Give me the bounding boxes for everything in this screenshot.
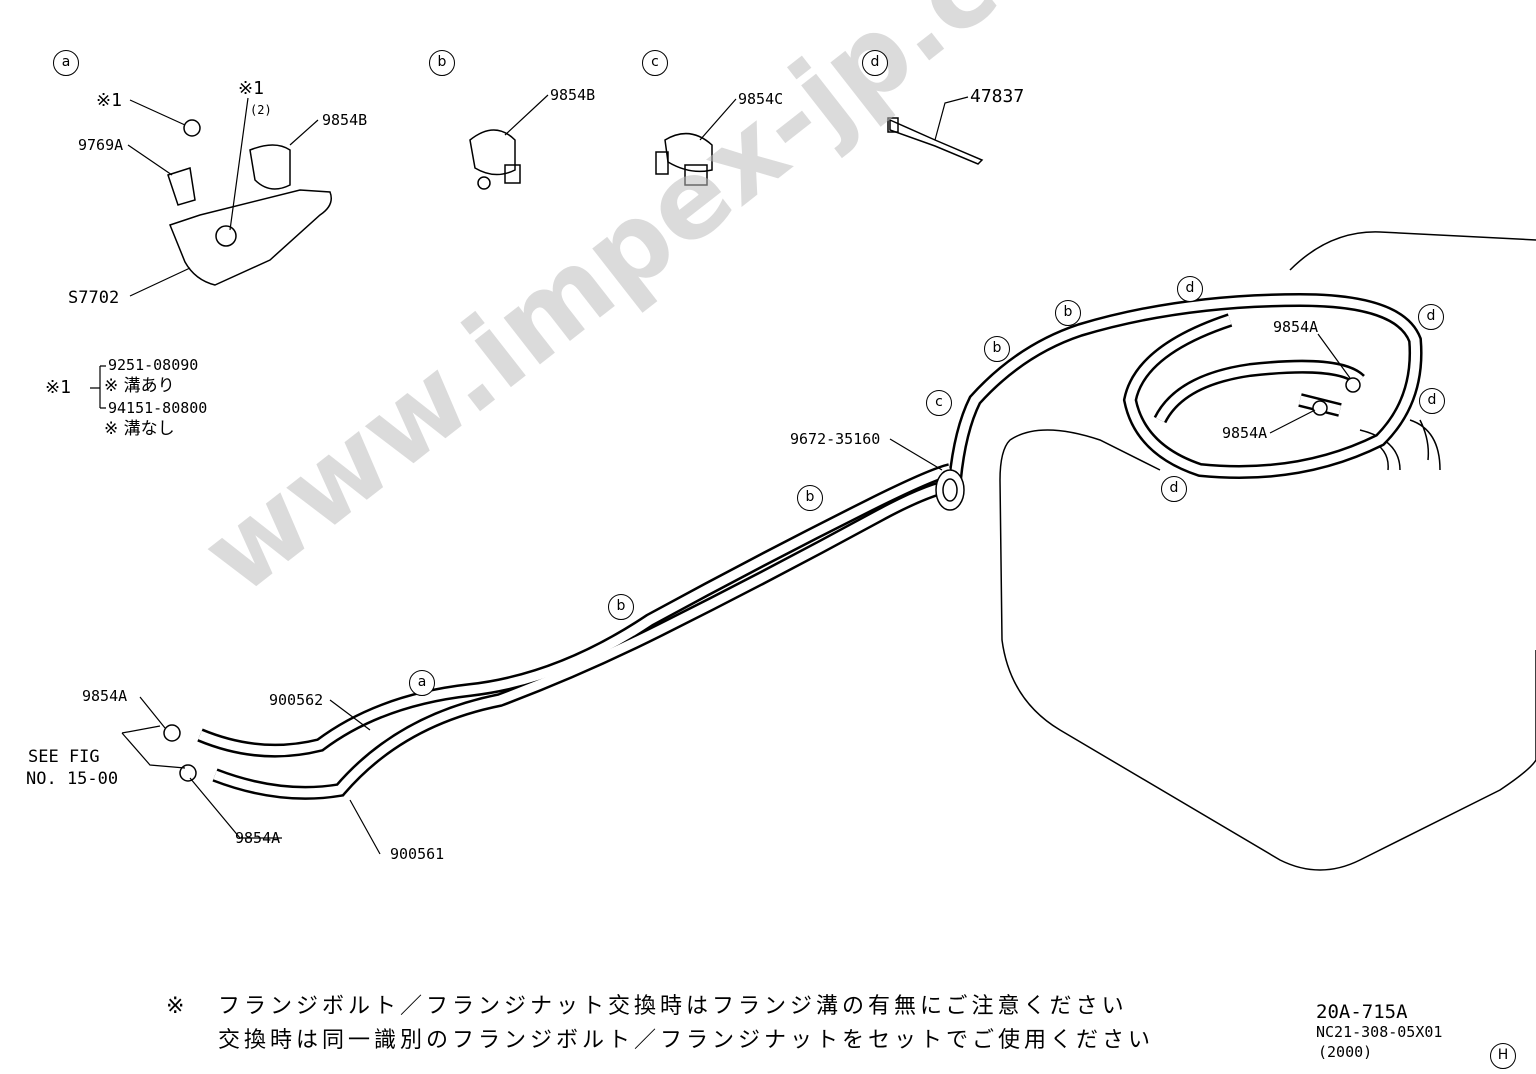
part-47837: 47837 bbox=[970, 86, 1025, 107]
grommet-hole bbox=[942, 478, 958, 502]
detail-d-tie bbox=[887, 117, 984, 165]
callout-b: b bbox=[797, 485, 823, 511]
callout-a: a bbox=[409, 670, 435, 696]
detail-b-clip bbox=[469, 129, 521, 190]
hoses-inner bbox=[198, 295, 1421, 798]
detail-a-bracket bbox=[167, 119, 332, 286]
figure-year: (2000) bbox=[1318, 1043, 1373, 1061]
footer-note-2: 交換時は同一識別のフランジボルト／フランジナットをセットでご使用ください bbox=[218, 1028, 1155, 1053]
detail-label-b: b bbox=[429, 50, 455, 76]
sheet-label: H bbox=[1490, 1043, 1516, 1069]
part-900562: 900562 bbox=[269, 691, 324, 709]
part-9854C: 9854C bbox=[738, 90, 784, 108]
part-9672-35160: 9672-35160 bbox=[790, 430, 881, 448]
legend-line-4: ※ 溝なし bbox=[104, 419, 175, 439]
callout-d: d bbox=[1419, 388, 1445, 414]
leader-lines bbox=[90, 94, 1351, 855]
part-9854A-left-lower: 9854A bbox=[235, 829, 281, 847]
clamps bbox=[163, 377, 1361, 782]
callout-d: d bbox=[1418, 304, 1444, 330]
legend-line-2: ※ 溝あり bbox=[104, 376, 175, 396]
legend-line-1: 9251-08090 bbox=[108, 356, 199, 374]
footer-mark: ※ bbox=[166, 994, 189, 1019]
part-9854B: 9854B bbox=[550, 86, 596, 104]
figure-code: NC21-308-05X01 bbox=[1316, 1023, 1443, 1041]
callout-d: d bbox=[1177, 276, 1203, 302]
part-9854B-a: 9854B bbox=[322, 111, 368, 129]
mark-1: ※1 bbox=[96, 90, 122, 111]
part-900561: 900561 bbox=[390, 845, 445, 863]
fuel-tank bbox=[999, 231, 1536, 871]
part-9854A-lower: 9854A bbox=[1222, 424, 1268, 442]
legend-line-3: 94151-80800 bbox=[108, 399, 208, 417]
part-9854A-left-upper: 9854A bbox=[82, 687, 128, 705]
part-9854A-upper: 9854A bbox=[1273, 318, 1319, 336]
part-S7702: S7702 bbox=[68, 288, 120, 308]
callout-b: b bbox=[608, 594, 634, 620]
grommet bbox=[935, 469, 965, 511]
detail-c-clip bbox=[655, 132, 713, 186]
tank-pipes bbox=[1359, 419, 1441, 471]
callout-d: d bbox=[1161, 476, 1187, 502]
footer-note-1: フランジボルト／フランジナット交換時はフランジ溝の有無にご注意ください bbox=[218, 994, 1128, 1019]
legend-mark: ※1 bbox=[45, 377, 71, 398]
callout-b: b bbox=[1055, 300, 1081, 326]
detail-label-d: d bbox=[862, 50, 888, 76]
callout-c: c bbox=[926, 390, 952, 416]
part-9769A: 9769A bbox=[78, 136, 124, 154]
callout-b: b bbox=[984, 336, 1010, 362]
detail-label-c: c bbox=[642, 50, 668, 76]
see-fig-line1: SEE FIG bbox=[28, 747, 100, 767]
see-fig-line2: NO. 15-00 bbox=[26, 769, 119, 789]
figure-number: 20A-715A bbox=[1316, 1001, 1408, 1023]
mark-qty: (2) bbox=[250, 103, 272, 117]
detail-label-a: a bbox=[53, 50, 79, 76]
mark-1b: ※1 bbox=[238, 78, 264, 99]
